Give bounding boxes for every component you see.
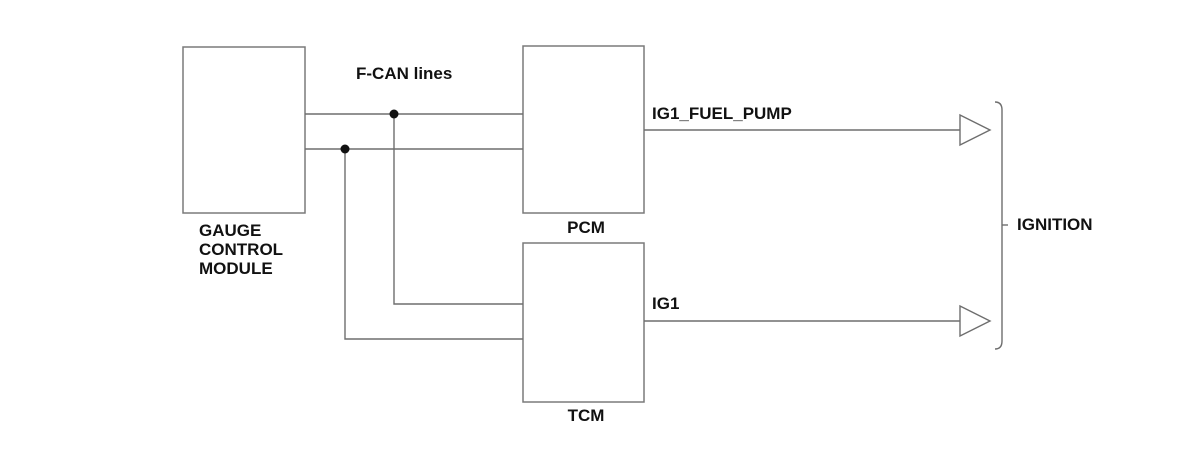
- gauge-control-module-label-line-1: GAUGE: [199, 221, 261, 240]
- tcm-label: TCM: [568, 406, 605, 425]
- junction-dot-lower: [340, 144, 350, 154]
- pcm-label: PCM: [567, 218, 605, 237]
- gauge-control-module-label-line-3: MODULE: [199, 259, 273, 278]
- f-can-branch-upper-to-tcm: [393, 114, 523, 305]
- gauge-control-module-label-line-2: CONTROL: [199, 240, 283, 259]
- ignition-label: IGNITION: [1017, 215, 1093, 234]
- ignition-bracket: [994, 101, 1003, 350]
- f-can-branch-lower-to-tcm: [344, 149, 523, 340]
- ig1-connector-triangle: [959, 304, 992, 338]
- ig1-fuel-pump-label: IG1_FUEL_PUMP: [652, 104, 792, 123]
- tcm-box: [522, 242, 645, 403]
- pcm-box: [522, 45, 645, 214]
- ig1-fuel-pump-connector-triangle: [959, 113, 992, 147]
- gauge-control-module-box: [182, 46, 306, 214]
- junction-dot-upper: [389, 109, 399, 119]
- ig1-label: IG1: [652, 294, 679, 313]
- f-can-lines-label: F-CAN lines: [356, 64, 452, 83]
